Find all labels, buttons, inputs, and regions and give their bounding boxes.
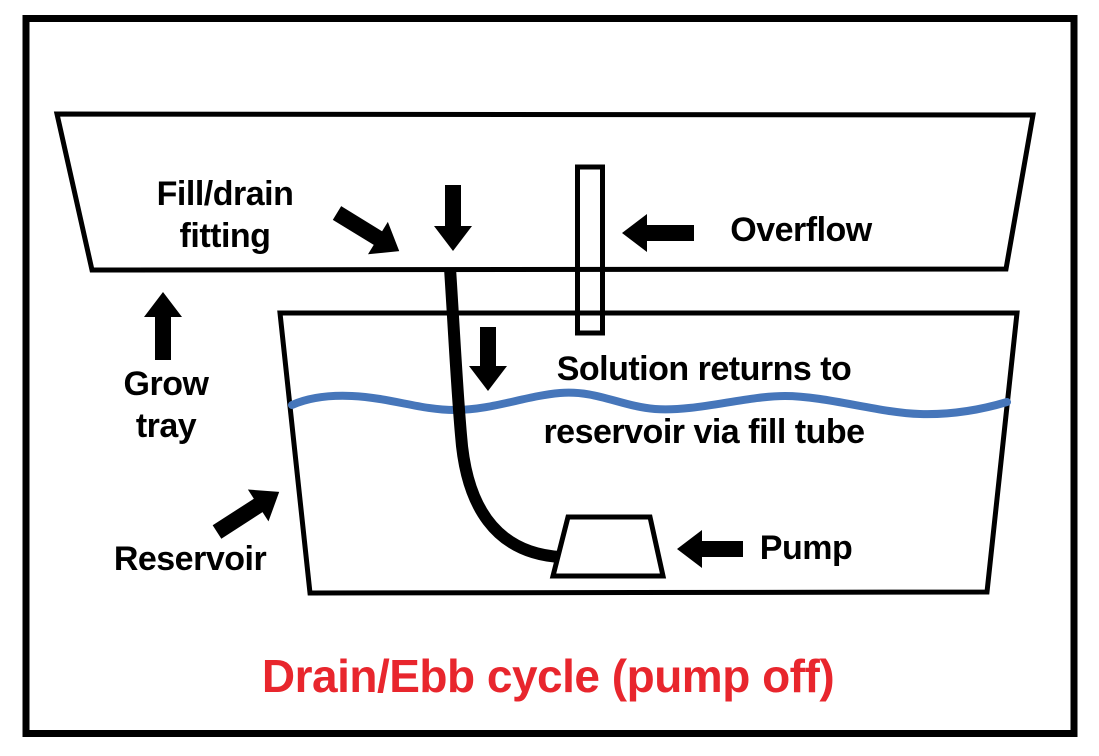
solution-down-arrow-icon [469, 327, 507, 391]
fill-drain-arrow-icon [332, 206, 400, 255]
fill-drain-label-line2: fitting [179, 217, 271, 255]
pump-label: Pump [759, 529, 853, 567]
pump-shape [549, 514, 667, 579]
outer-border [22, 15, 1078, 737]
grow-tray-label-line2: tray [135, 407, 197, 445]
overflow-arrow-icon [622, 214, 694, 252]
solution-return-label-line1: Solution returns to [556, 350, 852, 388]
grow-tray-shape [53, 111, 1036, 273]
fill-drain-tube [444, 267, 561, 563]
solution-return-label-line2: reservoir via fill tube [543, 413, 865, 451]
reservoir-arrow-icon [212, 489, 280, 539]
tube-down-arrow-icon [434, 185, 472, 251]
overflow-label: Overflow [730, 211, 872, 249]
pump-arrow-icon [677, 530, 743, 568]
cycle-caption: Drain/Ebb cycle (pump off) [261, 650, 835, 702]
reservoir-label: Reservoir [113, 540, 267, 578]
overflow-tube-shape [575, 164, 605, 336]
fill-drain-label-line1: Fill/drain [156, 175, 294, 213]
water-level-wave [288, 388, 1011, 419]
grow-tray-arrow-icon [144, 292, 182, 360]
reservoir-shape [277, 310, 1020, 596]
fill-drain-label: Fill/drain fitting [157, 173, 294, 257]
grow-tray-label: Grow tray [124, 363, 209, 447]
solution-return-label: Solution returns to reservoir via fill t… [543, 338, 865, 464]
grow-tray-label-line1: Grow [123, 365, 209, 403]
